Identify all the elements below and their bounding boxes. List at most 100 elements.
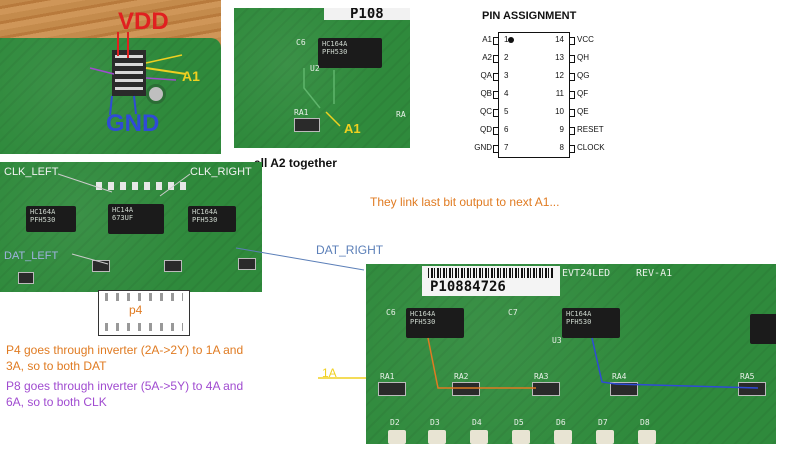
pin-name-left: A2 [482,53,492,62]
pin-number-right: 12 [555,71,564,80]
resistor-label: RA2 [454,372,469,381]
pin-tick [569,109,575,117]
resistor-array [452,382,480,396]
chip-3: HC164A PFH530 [188,206,236,232]
led [596,430,614,444]
inverter-pins-top [105,293,183,301]
note-p4: P4 goes through inverter (2A->2Y) to 1A … [6,343,244,373]
led [638,430,656,444]
pin-tick [569,127,575,135]
vdd-label: VDD [118,8,169,35]
pin-tick [569,91,575,99]
resistor-array [532,382,560,396]
pin-number-right: 9 [559,125,564,134]
pin-tick [493,91,499,99]
silk-u2: U2 [310,64,320,73]
silk-c6-br: C6 [386,308,396,317]
pin-tick [493,55,499,63]
pin-name-right: RESET [577,125,604,134]
caption-a2: all A2 together [254,156,337,170]
pin-number-left: 6 [504,125,509,134]
board-name: EVT24LED [562,268,611,279]
pin-tick [493,127,499,135]
led-label: D8 [640,418,650,427]
chain-traces [427,337,759,389]
resistor-label: RA4 [612,372,627,381]
led-label: D6 [556,418,566,427]
component-row [96,182,186,190]
photo-chain: P10884726 EVT24LED REV-A1 HC164A PFH530 … [366,264,776,444]
a1-label: A1 [182,68,200,84]
p4-label: p4 [129,303,143,317]
barcode-bars [428,268,554,278]
pin-number-left: 3 [504,71,509,80]
mounting-hole [146,84,166,104]
pin-tick [569,73,575,81]
signal-lines [57,173,191,265]
silk-c6: C6 [296,38,306,47]
led-label: D3 [430,418,440,427]
led-label: D7 [598,418,608,427]
clk-left-label: CLK_LEFT [4,166,59,178]
pin-tick [569,55,575,63]
pin-number-left: 1 [504,35,509,44]
dat-left-label: DAT_LEFT [4,250,59,262]
resistor-ra8 [238,258,256,270]
chain-chip-3 [750,314,776,344]
pcb-edge [0,38,221,154]
pin-name-right: QG [577,71,590,80]
pin-name-right: VCC [577,35,594,44]
pin-number-right: 11 [555,89,564,98]
pin-number-left: 5 [504,107,509,116]
one-a-label: 1A [322,366,337,380]
inverter-pins-bottom [105,323,183,331]
barcode-sticker [324,8,410,20]
board-rev: REV-A1 [636,268,673,279]
silk-c7-br: C7 [508,308,518,317]
pin-name-left: QD [480,125,492,134]
pin-number-right: 13 [555,53,564,62]
pin-number-right: 14 [555,35,564,44]
pin-name-right: QE [577,107,589,116]
resistor-ra1 [294,118,320,132]
photo-single-chip: P108 HC164A PFH530 C6 U2 RA1 RA A1 [234,8,410,148]
led [512,430,530,444]
resistor-label: RA5 [740,372,755,381]
led [554,430,572,444]
shift-register-chip: HC164A PFH530 [318,38,382,68]
resistor-ra7 [164,260,182,272]
note-p8: P8 goes through inverter (5A->5Y) to 4A … [6,379,244,409]
pin-tick [569,37,575,45]
pin-name-right: QH [577,53,589,62]
resistor-array [378,382,406,396]
pin-tick [493,109,499,117]
silk-ra1: RA1 [294,108,309,117]
silk-ra2: RA [396,110,406,119]
clk-right-label: CLK_RIGHT [190,166,252,178]
chain-chip-1: HC164A PFH530 [406,308,464,338]
chip-1: HC164A PFH530 [26,206,76,232]
led [428,430,446,444]
chain-chip-2: HC164A PFH530 [562,308,620,338]
resistor-ra5 [18,272,34,284]
barcode-sticker-large: P10884726 [422,266,560,296]
pin-row [115,55,143,91]
led-label: D4 [472,418,482,427]
pin-number-right: 10 [555,107,564,116]
dat-right-label: DAT_RIGHT [316,243,384,257]
inverter-diagram: p4 [98,290,190,336]
pin-name-right: QF [577,89,589,98]
led-label: D5 [514,418,524,427]
led [388,430,406,444]
pin-number-right: 8 [559,143,564,152]
resistor-label: RA3 [534,372,549,381]
a1-label-mid: A1 [344,121,361,136]
pin-name-left: A1 [482,35,492,44]
pin-name-left: QA [480,71,492,80]
gnd-label: GND [106,110,160,137]
connector-wires [89,32,187,116]
pin-number-left: 7 [504,143,509,152]
pin-tick [569,145,575,153]
silk-u3-br: U3 [552,336,562,345]
